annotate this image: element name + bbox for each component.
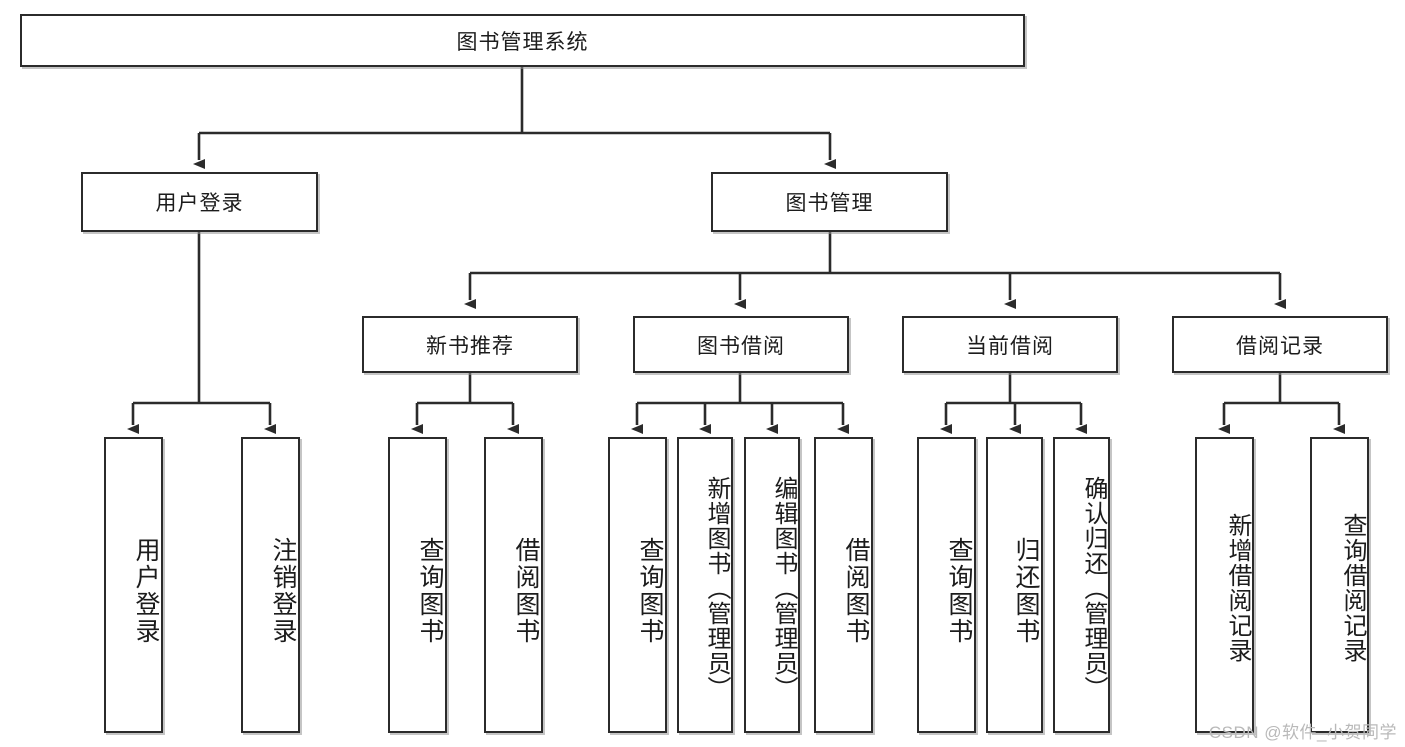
node-label: 新增图书（管理员） xyxy=(703,475,730,701)
node-label: 查询图书 xyxy=(945,537,973,645)
node-label: 借阅图书 xyxy=(512,537,540,645)
leaf-query-book-borrow[interactable]: 查询图书 xyxy=(608,437,667,733)
node-book-borrow[interactable]: 图书借阅 xyxy=(633,316,849,373)
leaf-add-borrow-record[interactable]: 新增借阅记录 xyxy=(1195,437,1254,733)
node-label: 用户登录 xyxy=(155,192,244,215)
node-label: 借阅记录 xyxy=(1236,334,1324,358)
leaf-logout[interactable]: 注销登录 xyxy=(241,437,300,733)
node-label: 图书管理系统 xyxy=(456,30,589,54)
node-label: 查询图书 xyxy=(416,537,444,645)
leaf-confirm-return-admin[interactable]: 确认归还（管理员） xyxy=(1053,437,1110,733)
node-label: 查询借阅记录 xyxy=(1339,513,1366,663)
node-label: 归还图书 xyxy=(1012,537,1040,645)
node-root-book-management-system[interactable]: 图书管理系统 xyxy=(20,14,1025,67)
node-label: 当前借阅 xyxy=(966,334,1054,358)
node-label: 确认归还（管理员） xyxy=(1080,475,1107,701)
node-borrow-record[interactable]: 借阅记录 xyxy=(1172,316,1388,373)
leaf-add-book-admin[interactable]: 新增图书（管理员） xyxy=(677,437,733,733)
node-label: 新书推荐 xyxy=(426,334,514,358)
leaf-borrow-book-newbook[interactable]: 借阅图书 xyxy=(484,437,543,733)
leaf-user-login[interactable]: 用户登录 xyxy=(104,437,163,733)
node-label: 用户登录 xyxy=(132,537,160,645)
leaf-return-book[interactable]: 归还图书 xyxy=(986,437,1043,733)
leaf-query-borrow-record[interactable]: 查询借阅记录 xyxy=(1310,437,1369,733)
node-label: 查询图书 xyxy=(636,537,664,645)
node-label: 编辑图书（管理员） xyxy=(770,475,797,701)
node-book-management[interactable]: 图书管理 xyxy=(711,172,948,232)
node-label: 借阅图书 xyxy=(842,537,870,645)
node-label: 新增借阅记录 xyxy=(1224,513,1251,663)
leaf-edit-book-admin[interactable]: 编辑图书（管理员） xyxy=(744,437,800,733)
node-current-borrow[interactable]: 当前借阅 xyxy=(902,316,1118,373)
leaf-query-book-current[interactable]: 查询图书 xyxy=(917,437,976,733)
node-new-book-recommend[interactable]: 新书推荐 xyxy=(362,316,578,373)
leaf-borrow-book-borrow[interactable]: 借阅图书 xyxy=(814,437,873,733)
node-label: 注销登录 xyxy=(269,537,297,645)
node-user-login[interactable]: 用户登录 xyxy=(81,172,318,232)
node-label: 图书管理 xyxy=(785,192,874,215)
leaf-query-book-newbook[interactable]: 查询图书 xyxy=(388,437,447,733)
watermark: CSDN @软件_小贺同学 xyxy=(1208,723,1397,742)
node-label: 图书借阅 xyxy=(697,334,785,358)
